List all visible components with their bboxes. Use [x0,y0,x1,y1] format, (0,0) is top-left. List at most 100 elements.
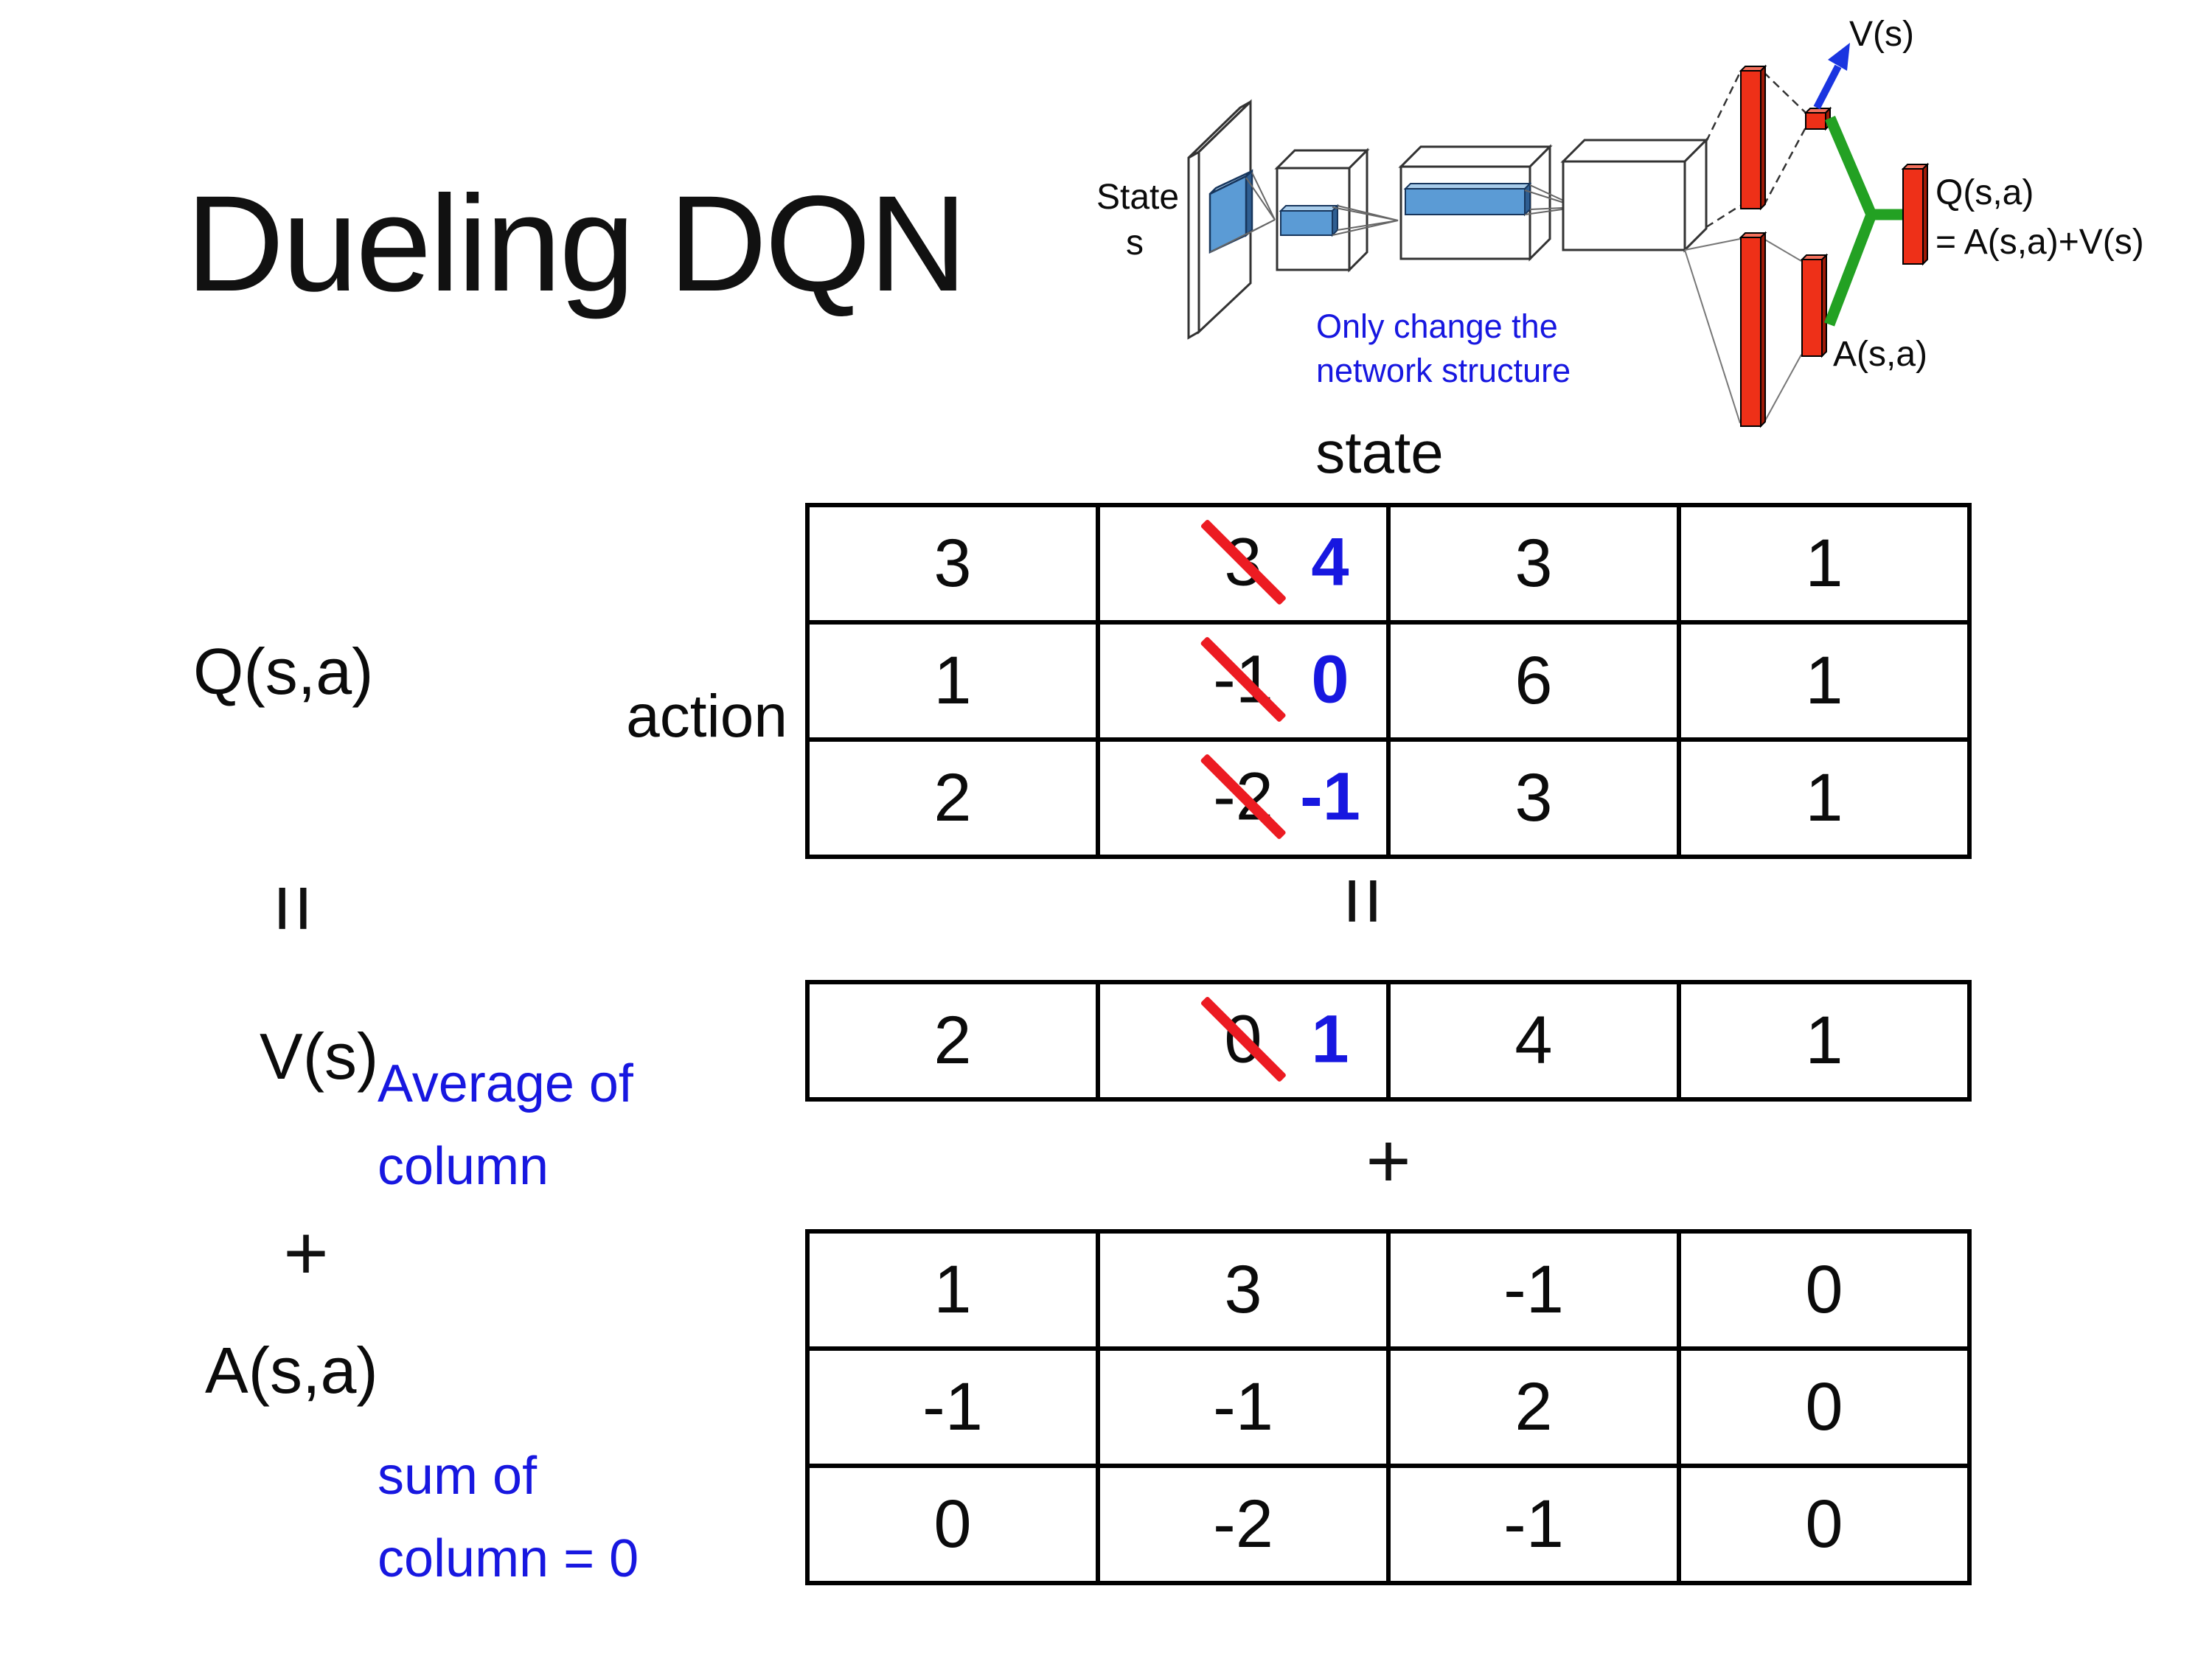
q-cell-revised: -1 0 [1096,620,1391,742]
cell-value: 0 [933,1486,972,1562]
combiner-y-connector [1823,116,1903,327]
new-value: 1 [1311,1001,1349,1077]
a-cell: 3 [1096,1229,1391,1351]
advantage-stream-lines [1684,238,1802,424]
cell-value: -1 [1213,1369,1273,1444]
cell-value: 2 [1514,1369,1553,1444]
advantage-table: 1 3 -1 0 -1 -1 2 0 0 -2 -1 0 [805,1229,1972,1585]
old-value-struck: -1 [1213,641,1273,717]
a-cell: -1 [805,1346,1100,1468]
table-row: 1 -1 0 6 1 [805,620,1972,742]
a-cell: 0 [1677,1464,1972,1585]
cell-value: 1 [1805,526,1843,601]
cell-value: -1 [1503,1252,1564,1327]
note-line: column [378,1137,549,1196]
diagram-note-line1: Only change the [1316,307,1558,345]
action-row-header: action [626,683,787,750]
cell-value: 1 [1805,643,1843,718]
new-value: 0 [1311,641,1349,717]
v-cell: 2 [805,980,1100,1102]
note-line: column = 0 [378,1529,639,1588]
page-title: Dueling DQN [186,168,967,320]
cell-value: 1 [1805,760,1843,835]
v-cell: 1 [1677,980,1972,1102]
cell-value: 1 [933,1252,972,1327]
projection-lines-2 [1332,205,1399,236]
cell-value: -1 [1503,1486,1564,1562]
cell-value: 1 [1805,1003,1843,1078]
v-cell: 4 [1386,980,1681,1102]
a-cell: -1 [1386,1464,1681,1585]
cell-value: -2 [1213,1486,1273,1562]
equals-sign-left: = [246,883,341,933]
conv-filter-1 [1208,169,1253,254]
cell-value: -1 [922,1369,983,1444]
cell-value: 3 [1224,1252,1262,1327]
table-row: -1 -1 2 0 [805,1346,1972,1468]
q-value-table: 3 3 4 3 1 1 -1 0 6 1 2 -2 -1 3 1 [805,503,1972,859]
q-cell: 3 [805,503,1100,625]
q-cell: 2 [805,737,1100,859]
table-row: 3 3 4 3 1 [805,503,1972,625]
a-cell: -2 [1096,1464,1391,1585]
plus-sign-left: + [283,1210,329,1296]
a-cell: 1 [805,1229,1100,1351]
cell-value: 3 [1514,526,1553,601]
a-cell: -1 [1096,1346,1391,1468]
value-node [1804,106,1832,131]
a-output-label: A(s,a) [1833,335,1927,374]
old-value-struck: 0 [1224,1001,1262,1077]
cell-value: 0 [1805,1369,1843,1444]
a-cell: -1 [1386,1229,1681,1351]
cell-value: 1 [933,643,972,718]
v-output-label: V(s) [1849,15,1914,54]
a-matrix-label: A(s,a) [205,1334,378,1407]
a-cell: 2 [1386,1346,1681,1468]
q-output-label-line2: = A(s,a)+V(s) [1935,223,2144,262]
q-cell-revised: -2 -1 [1096,737,1391,859]
sum-of-column-note: sum of column = 0 [378,1435,639,1600]
fc-bar-bottom [1739,231,1767,428]
cell-value: 3 [933,526,972,601]
plus-sign-below-row: + [1366,1118,1411,1204]
old-value-struck: 3 [1224,524,1262,599]
cell-value: 0 [1805,1252,1843,1327]
new-value: 4 [1311,524,1349,599]
table-row: 2 0 1 4 1 [805,980,1972,1102]
average-of-column-note: Average of column [378,1043,633,1208]
cell-value: 2 [933,1003,972,1078]
cell-value: 6 [1514,643,1553,718]
equals-sign-below-table: = [1316,876,1411,926]
projection-lines-1 [1209,172,1276,253]
fc-bar-top [1739,64,1767,211]
q-cell: 1 [805,620,1100,742]
fc-box [1560,137,1709,253]
a-cell: 0 [1677,1346,1972,1468]
value-arrow [1813,43,1850,110]
table-row: 2 -2 -1 3 1 [805,737,1972,859]
cell-value: 2 [933,760,972,835]
q-output-bar [1901,162,1930,266]
network-architecture-diagram: State s V(s) Q(s,a) = A(s,a)+V(s) A(s,a)… [1096,15,2144,428]
table-row: 0 -2 -1 0 [805,1464,1972,1585]
q-matrix-label: Q(s,a) [193,635,374,708]
state-column-header: state [1315,420,1444,485]
cell-value: 4 [1514,1003,1553,1078]
cell-value: 3 [1514,760,1553,835]
q-cell: 3 [1386,503,1681,625]
note-line: sum of [378,1447,538,1506]
q-cell-revised: 3 4 [1096,503,1391,625]
q-output-label-line1: Q(s,a) [1935,173,2034,212]
conv-box-2 [1398,144,1553,262]
state-label-line1: State [1096,178,1179,217]
old-value-struck: -2 [1213,758,1273,834]
table-row: 1 3 -1 0 [805,1229,1972,1351]
note-line: Average of [378,1054,633,1113]
cell-value: 0 [1805,1486,1843,1562]
q-cell: 1 [1677,503,1972,625]
q-cell: 1 [1677,620,1972,742]
q-cell: 6 [1386,620,1681,742]
q-cell: 3 [1386,737,1681,859]
v-matrix-label: V(s) [260,1020,379,1093]
